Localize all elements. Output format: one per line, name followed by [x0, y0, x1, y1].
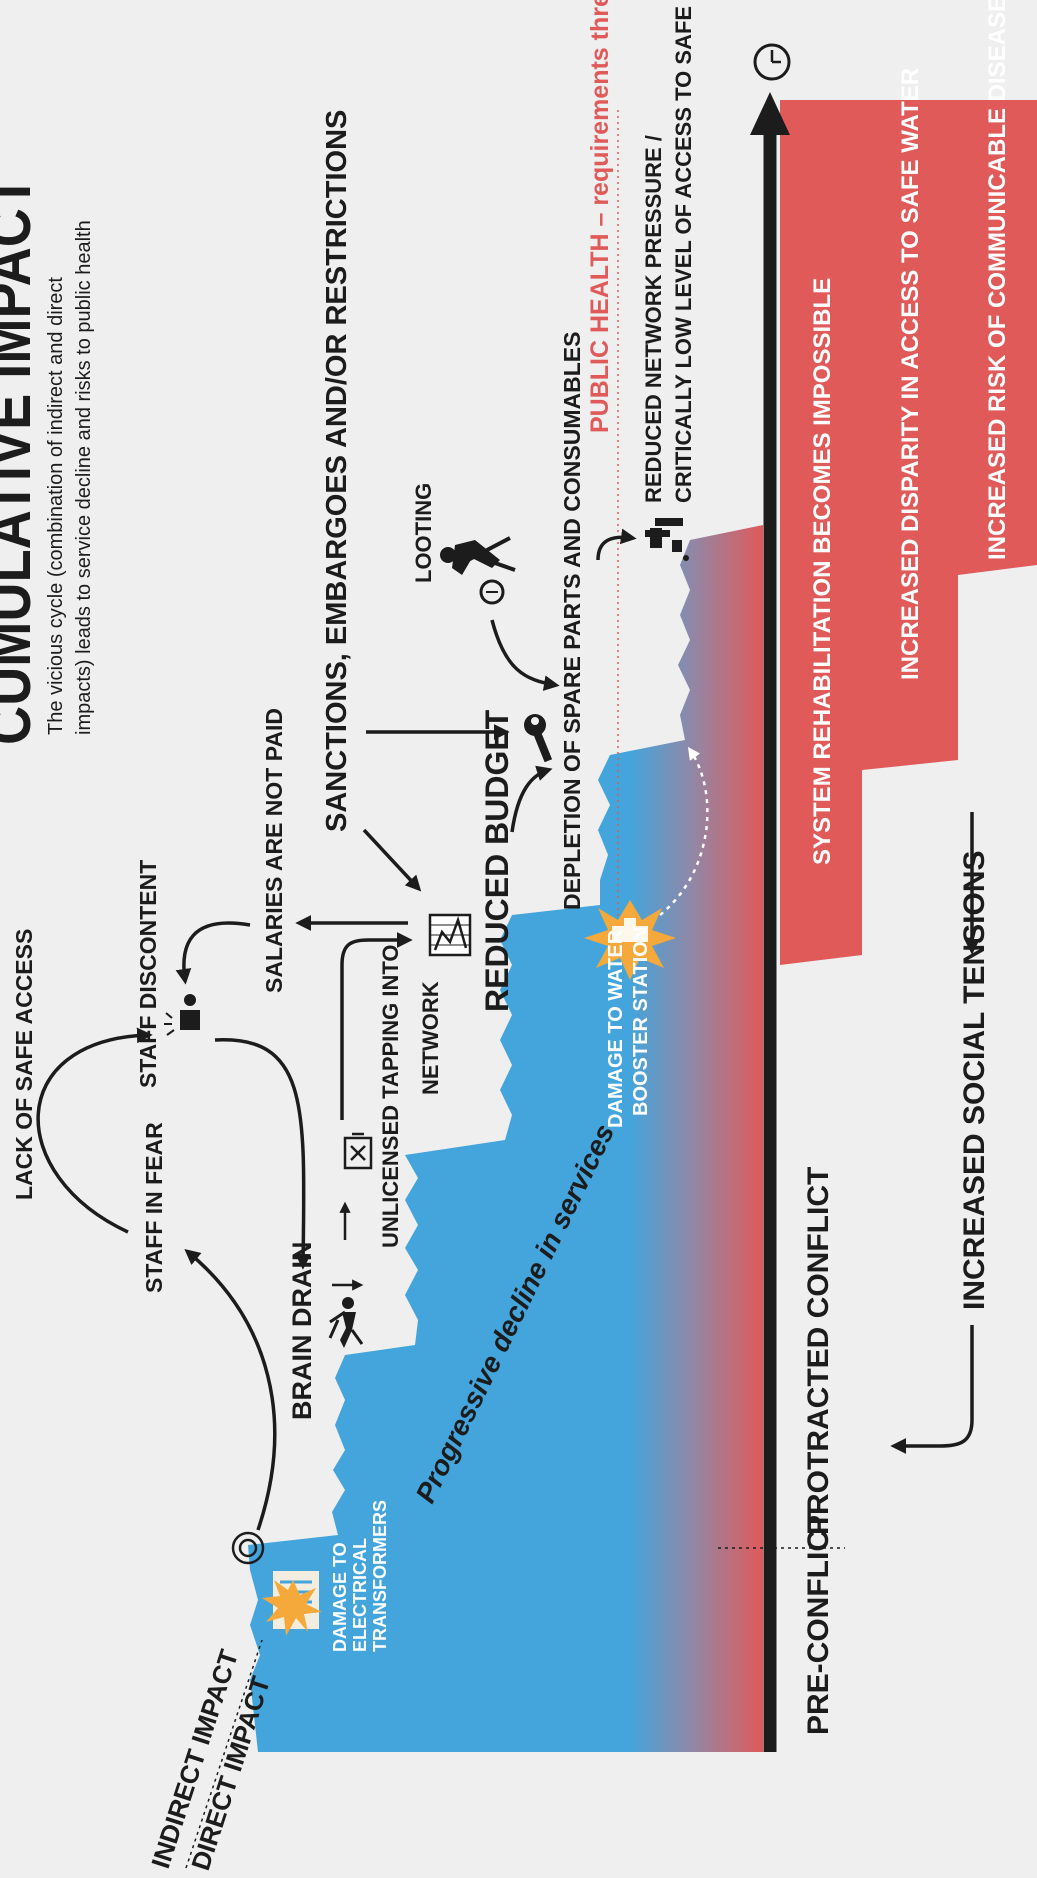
arrow-target-to-staff-fear — [184, 1248, 277, 1531]
arrow-tapping-to-budget — [340, 932, 413, 1120]
transformer-damage-line1: DAMAGE TO — [330, 1542, 350, 1652]
rehab-impossible-label: SYSTEM REHABILITATION BECOMES IMPOSSIBLE — [809, 278, 836, 865]
page-subtitle-line1: The vicious cycle (combination of indire… — [45, 277, 67, 735]
arrow-booster-to-network — [659, 746, 709, 916]
arrow-looting-to-depletion — [490, 619, 560, 691]
social-tensions-label: INCREASED SOCIAL TENSIONS — [958, 850, 991, 1310]
timeline-arrowhead — [750, 92, 790, 135]
transformer-damage-line3: TRANSFORMERS — [370, 1500, 390, 1652]
risk-zone-area — [780, 100, 1037, 965]
impact-target-icon — [231, 1531, 265, 1565]
booster-damage-icon — [584, 900, 676, 980]
reduced-network-line1: REDUCED NETWORK PRESSURE / — [641, 135, 666, 503]
brain-drain-label: BRAIN DRAIN — [287, 1242, 317, 1421]
lack-of-safe-access-label: LACK OF SAFE ACCESS — [11, 929, 37, 1200]
sanctions-label: SANCTIONS, EMBARGOES AND/OR RESTRICTIONS — [321, 110, 353, 832]
impact-divider — [185, 1639, 263, 1869]
transformer-damage-line2: ELECTRICAL — [350, 1538, 370, 1652]
arrow-discontent-to-brain-drain — [214, 1038, 312, 1270]
staff-discontent-icon — [164, 994, 200, 1036]
wrench-icon — [524, 714, 553, 763]
looting-label: LOOTING — [411, 483, 436, 583]
salaries-not-paid-label: SALARIES ARE NOT PAID — [261, 708, 287, 993]
booster-damage-line1: DAMAGE TO WATER — [605, 929, 627, 1128]
service-level-area — [248, 525, 763, 1752]
tap-icon — [645, 518, 689, 561]
threshold-label: PUBLIC HEALTH – requirements threshold — [586, 0, 614, 433]
booster-damage-line2: BOOSTER STATION — [630, 927, 652, 1116]
page-title: CUMULATIVE IMPACT — [0, 175, 44, 745]
unlicensed-tapping-line1: UNLICENSED TAPPING INTO — [378, 944, 403, 1248]
brain-drain-icon — [328, 1297, 364, 1348]
unlicensed-tapping-icon — [343, 1132, 373, 1170]
depletion-label: DEPLETION OF SPARE PARTS AND CONSUMABLES — [559, 332, 585, 910]
protracted-conflict-label: PROTRACTED CONFLICT — [802, 1167, 835, 1535]
arrow-sanctions-to-budget — [362, 828, 422, 892]
pre-conflict-label: PRE-CONFLICT — [802, 1512, 835, 1735]
looting-icon — [440, 536, 516, 605]
arrow-fear-to-discontent — [36, 1027, 153, 1234]
arrow-social-return — [890, 1325, 974, 1454]
clock-icon — [753, 43, 791, 81]
arrow-salaries-to-discontent — [175, 921, 251, 985]
disease-risk-label: INCREASED RISK OF COMMUNICABLE DISEASES — [984, 0, 1011, 560]
transformer-damage-icon — [262, 1569, 322, 1636]
unlicensed-tapping-line2: NETWORK — [418, 981, 443, 1095]
reduced-budget-label: REDUCED BUDGET — [479, 709, 515, 1012]
disparity-label: INCREASED DISPARITY IN ACCESS TO SAFE WA… — [897, 68, 924, 680]
reduced-budget-icon — [428, 913, 472, 957]
staff-in-fear-label: STAFF IN FEAR — [141, 1122, 167, 1293]
staff-discontent-label: STAFF DISCONTENT — [135, 860, 161, 1088]
arrow-budget-to-depletion — [510, 765, 553, 833]
page-subtitle-line2: impacts) leads to service decline and ri… — [73, 220, 95, 735]
reduced-network-line2: CRITICALLY LOW LEVEL OF ACCESS TO SAFE W… — [671, 0, 696, 503]
arrow-depletion-to-network — [596, 528, 637, 561]
